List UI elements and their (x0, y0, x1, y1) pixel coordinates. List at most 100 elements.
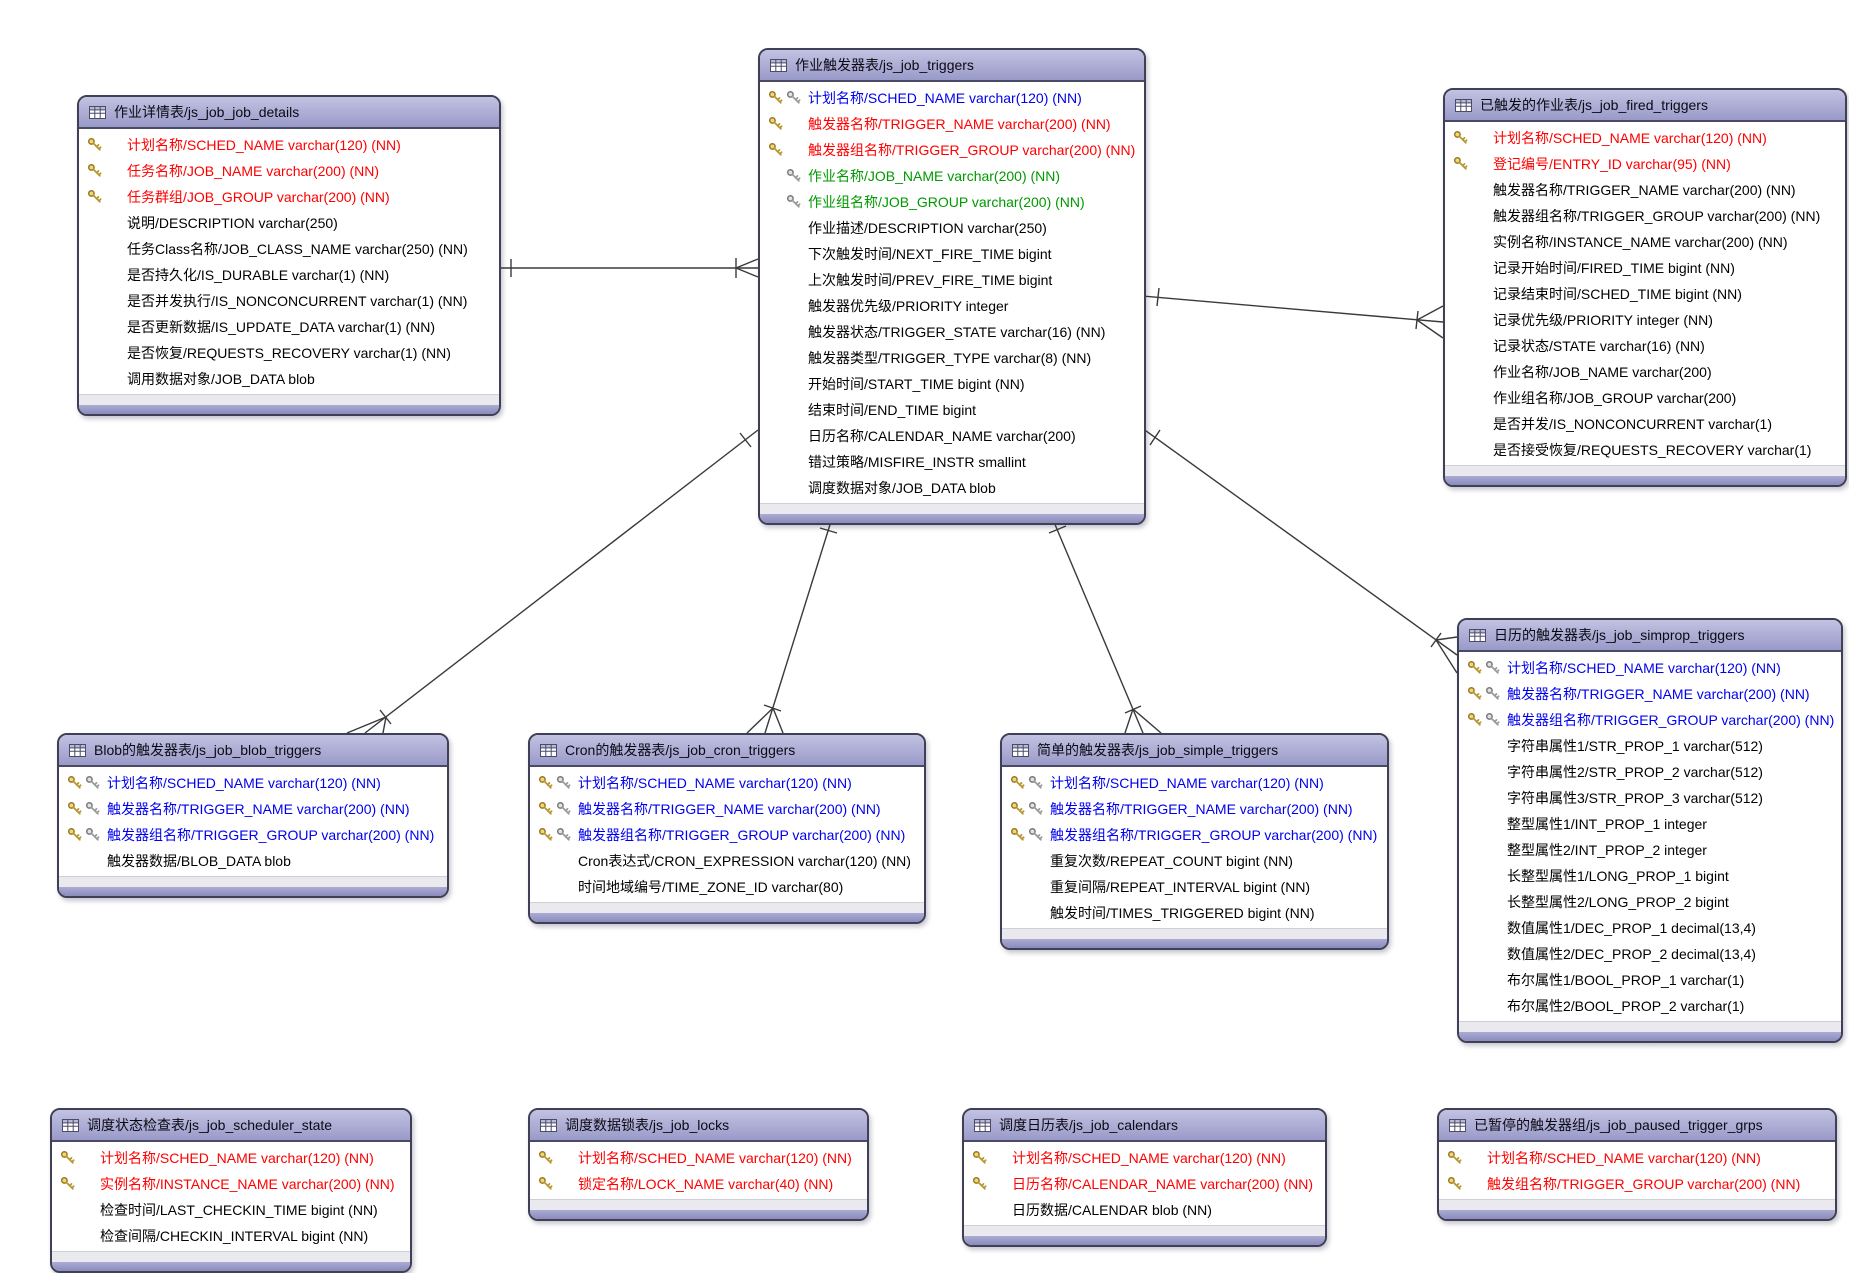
field-row[interactable]: 结束时间/END_TIME bigint (760, 397, 1144, 423)
entity-table-js_job_calendars[interactable]: 调度日历表/js_job_calendars 计划名称/SCHED_NAME va… (962, 1108, 1327, 1247)
entity-table-js_job_triggers[interactable]: 作业触发器表/js_job_triggers 计划名称/SCHED_NAME va… (758, 48, 1146, 525)
field-row[interactable]: 触发器名称/TRIGGER_NAME varchar(200) (NN) (1002, 796, 1387, 822)
field-row[interactable]: 计划名称/SCHED_NAME varchar(120) (NN) (530, 770, 924, 796)
field-row[interactable]: 计划名称/SCHED_NAME varchar(120) (NN) (52, 1145, 410, 1171)
field-row[interactable]: 触发器名称/TRIGGER_NAME varchar(200) (NN) (1459, 681, 1841, 707)
field-row[interactable]: 计划名称/SCHED_NAME varchar(120) (NN) (59, 770, 447, 796)
field-row[interactable]: 整型属性2/INT_PROP_2 integer (1459, 837, 1841, 863)
field-row[interactable]: 触发器组名称/TRIGGER_GROUP varchar(200) (NN) (1445, 203, 1845, 229)
field-row[interactable]: 作业组名称/JOB_GROUP varchar(200) (1445, 385, 1845, 411)
field-row[interactable]: 日历名称/CALENDAR_NAME varchar(200) (NN) (964, 1171, 1325, 1197)
field-row[interactable]: 作业组名称/JOB_GROUP varchar(200) (NN) (760, 189, 1144, 215)
field-row[interactable]: 是否恢复/REQUESTS_RECOVERY varchar(1) (NN) (79, 340, 499, 366)
field-row[interactable]: 字符串属性3/STR_PROP_3 varchar(512) (1459, 785, 1841, 811)
table-header[interactable]: Cron的触发器表/js_job_cron_triggers (530, 735, 924, 767)
field-row[interactable]: 作业描述/DESCRIPTION varchar(250) (760, 215, 1144, 241)
field-row[interactable]: 下次触发时间/NEXT_FIRE_TIME bigint (760, 241, 1144, 267)
field-row[interactable]: 触发器状态/TRIGGER_STATE varchar(16) (NN) (760, 319, 1144, 345)
field-row[interactable]: 实例名称/INSTANCE_NAME varchar(200) (NN) (1445, 229, 1845, 255)
entity-table-js_job_locks[interactable]: 调度数据锁表/js_job_locks 计划名称/SCHED_NAME varch… (528, 1108, 869, 1221)
field-row[interactable]: 检查间隔/CHECKIN_INTERVAL bigint (NN) (52, 1223, 410, 1249)
field-row[interactable]: 触发器名称/TRIGGER_NAME varchar(200) (NN) (530, 796, 924, 822)
field-row[interactable]: 触发器名称/TRIGGER_NAME varchar(200) (NN) (59, 796, 447, 822)
field-row[interactable]: 触发器组名称/TRIGGER_GROUP varchar(200) (NN) (760, 137, 1144, 163)
field-row[interactable]: 触发器名称/TRIGGER_NAME varchar(200) (NN) (1445, 177, 1845, 203)
field-row[interactable]: 计划名称/SCHED_NAME varchar(120) (NN) (1459, 655, 1841, 681)
field-row[interactable]: 布尔属性1/BOOL_PROP_1 varchar(1) (1459, 967, 1841, 993)
entity-table-js_job_simprop_triggers[interactable]: 日历的触发器表/js_job_simprop_triggers 计划名称/SCHE… (1457, 618, 1843, 1043)
field-row[interactable]: 是否持久化/IS_DURABLE varchar(1) (NN) (79, 262, 499, 288)
field-row[interactable]: 长整型属性2/LONG_PROP_2 bigint (1459, 889, 1841, 915)
field-row[interactable]: 触发器数据/BLOB_DATA blob (59, 848, 447, 874)
field-row[interactable]: 触发器组名称/TRIGGER_GROUP varchar(200) (NN) (1002, 822, 1387, 848)
field-row[interactable]: 开始时间/START_TIME bigint (NN) (760, 371, 1144, 397)
field-row[interactable]: 日历名称/CALENDAR_NAME varchar(200) (760, 423, 1144, 449)
field-row[interactable]: 是否并发执行/IS_NONCONCURRENT varchar(1) (NN) (79, 288, 499, 314)
field-row[interactable]: 字符串属性1/STR_PROP_1 varchar(512) (1459, 733, 1841, 759)
field-row[interactable]: 触发器名称/TRIGGER_NAME varchar(200) (NN) (760, 111, 1144, 137)
table-header[interactable]: 调度日历表/js_job_calendars (964, 1110, 1325, 1142)
field-row[interactable]: 时间地域编号/TIME_ZONE_ID varchar(80) (530, 874, 924, 900)
field-row[interactable]: 数值属性1/DEC_PROP_1 decimal(13,4) (1459, 915, 1841, 941)
field-row[interactable]: 调用数据对象/JOB_DATA blob (79, 366, 499, 392)
field-row[interactable]: 触发器组名称/TRIGGER_GROUP varchar(200) (NN) (1459, 707, 1841, 733)
field-row[interactable]: 触发器类型/TRIGGER_TYPE varchar(8) (NN) (760, 345, 1144, 371)
field-row[interactable]: 计划名称/SCHED_NAME varchar(120) (NN) (79, 132, 499, 158)
entity-table-js_job_fired_triggers[interactable]: 已触发的作业表/js_job_fired_triggers 计划名称/SCHED_… (1443, 88, 1847, 487)
field-row[interactable]: 是否更新数据/IS_UPDATE_DATA varchar(1) (NN) (79, 314, 499, 340)
field-row[interactable]: 登记编号/ENTRY_ID varchar(95) (NN) (1445, 151, 1845, 177)
table-header[interactable]: Blob的触发器表/js_job_blob_triggers (59, 735, 447, 767)
field-row[interactable]: 记录状态/STATE varchar(16) (NN) (1445, 333, 1845, 359)
field-row[interactable]: Cron表达式/CRON_EXPRESSION varchar(120) (NN… (530, 848, 924, 874)
field-row[interactable]: 重复间隔/REPEAT_INTERVAL bigint (NN) (1002, 874, 1387, 900)
field-row[interactable]: 整型属性1/INT_PROP_1 integer (1459, 811, 1841, 837)
field-row[interactable]: 计划名称/SCHED_NAME varchar(120) (NN) (530, 1145, 867, 1171)
table-header[interactable]: 调度数据锁表/js_job_locks (530, 1110, 867, 1142)
field-row[interactable]: 错过策略/MISFIRE_INSTR smallint (760, 449, 1144, 475)
field-row[interactable]: 触发组名称/TRIGGER_GROUP varchar(200) (NN) (1439, 1171, 1835, 1197)
field-row[interactable]: 计划名称/SCHED_NAME varchar(120) (NN) (1002, 770, 1387, 796)
field-row[interactable]: 任务名称/JOB_NAME varchar(200) (NN) (79, 158, 499, 184)
field-row[interactable]: 是否接受恢复/REQUESTS_RECOVERY varchar(1) (1445, 437, 1845, 463)
field-row[interactable]: 计划名称/SCHED_NAME varchar(120) (NN) (1439, 1145, 1835, 1171)
field-row[interactable]: 锁定名称/LOCK_NAME varchar(40) (NN) (530, 1171, 867, 1197)
field-row[interactable]: 记录结束时间/SCHED_TIME bigint (NN) (1445, 281, 1845, 307)
table-header[interactable]: 作业详情表/js_job_job_details (79, 97, 499, 129)
table-header[interactable]: 简单的触发器表/js_job_simple_triggers (1002, 735, 1387, 767)
table-header[interactable]: 调度状态检查表/js_job_scheduler_state (52, 1110, 410, 1142)
field-row[interactable]: 字符串属性2/STR_PROP_2 varchar(512) (1459, 759, 1841, 785)
field-row[interactable]: 计划名称/SCHED_NAME varchar(120) (NN) (760, 85, 1144, 111)
field-row[interactable]: 说明/DESCRIPTION varchar(250) (79, 210, 499, 236)
field-row[interactable]: 触发器组名称/TRIGGER_GROUP varchar(200) (NN) (530, 822, 924, 848)
field-row[interactable]: 任务群组/JOB_GROUP varchar(200) (NN) (79, 184, 499, 210)
field-row[interactable]: 长整型属性1/LONG_PROP_1 bigint (1459, 863, 1841, 889)
field-row[interactable]: 触发器组名称/TRIGGER_GROUP varchar(200) (NN) (59, 822, 447, 848)
field-row[interactable]: 任务Class名称/JOB_CLASS_NAME varchar(250) (N… (79, 236, 499, 262)
entity-table-js_job_job_details[interactable]: 作业详情表/js_job_job_details 计划名称/SCHED_NAME … (77, 95, 501, 416)
table-header[interactable]: 日历的触发器表/js_job_simprop_triggers (1459, 620, 1841, 652)
table-header[interactable]: 作业触发器表/js_job_triggers (760, 50, 1144, 82)
table-header[interactable]: 已触发的作业表/js_job_fired_triggers (1445, 90, 1845, 122)
field-row[interactable]: 触发器优先级/PRIORITY integer (760, 293, 1144, 319)
entity-table-js_job_blob_triggers[interactable]: Blob的触发器表/js_job_blob_triggers 计划名称/SCHED… (57, 733, 449, 898)
field-row[interactable]: 上次触发时间/PREV_FIRE_TIME bigint (760, 267, 1144, 293)
field-row[interactable]: 计划名称/SCHED_NAME varchar(120) (NN) (964, 1145, 1325, 1171)
entity-table-js_job_paused_trigger_grps[interactable]: 已暂停的触发器组/js_job_paused_trigger_grps 计划名称/… (1437, 1108, 1837, 1221)
field-row[interactable]: 实例名称/INSTANCE_NAME varchar(200) (NN) (52, 1171, 410, 1197)
field-row[interactable]: 计划名称/SCHED_NAME varchar(120) (NN) (1445, 125, 1845, 151)
table-header[interactable]: 已暂停的触发器组/js_job_paused_trigger_grps (1439, 1110, 1835, 1142)
field-row[interactable]: 检查时间/LAST_CHECKIN_TIME bigint (NN) (52, 1197, 410, 1223)
field-row[interactable]: 触发时间/TIMES_TRIGGERED bigint (NN) (1002, 900, 1387, 926)
field-row[interactable]: 重复次数/REPEAT_COUNT bigint (NN) (1002, 848, 1387, 874)
field-row[interactable]: 调度数据对象/JOB_DATA blob (760, 475, 1144, 501)
field-row[interactable]: 作业名称/JOB_NAME varchar(200) (NN) (760, 163, 1144, 189)
entity-table-js_job_scheduler_state[interactable]: 调度状态检查表/js_job_scheduler_state 计划名称/SCHED… (50, 1108, 412, 1273)
field-row[interactable]: 记录开始时间/FIRED_TIME bigint (NN) (1445, 255, 1845, 281)
entity-table-js_job_simple_triggers[interactable]: 简单的触发器表/js_job_simple_triggers 计划名称/SCHED… (1000, 733, 1389, 950)
field-row[interactable]: 数值属性2/DEC_PROP_2 decimal(13,4) (1459, 941, 1841, 967)
field-row[interactable]: 日历数据/CALENDAR blob (NN) (964, 1197, 1325, 1223)
field-row[interactable]: 记录优先级/PRIORITY integer (NN) (1445, 307, 1845, 333)
field-row[interactable]: 布尔属性2/BOOL_PROP_2 varchar(1) (1459, 993, 1841, 1019)
field-row[interactable]: 是否并发/IS_NONCONCURRENT varchar(1) (1445, 411, 1845, 437)
entity-table-js_job_cron_triggers[interactable]: Cron的触发器表/js_job_cron_triggers 计划名称/SCHED… (528, 733, 926, 924)
